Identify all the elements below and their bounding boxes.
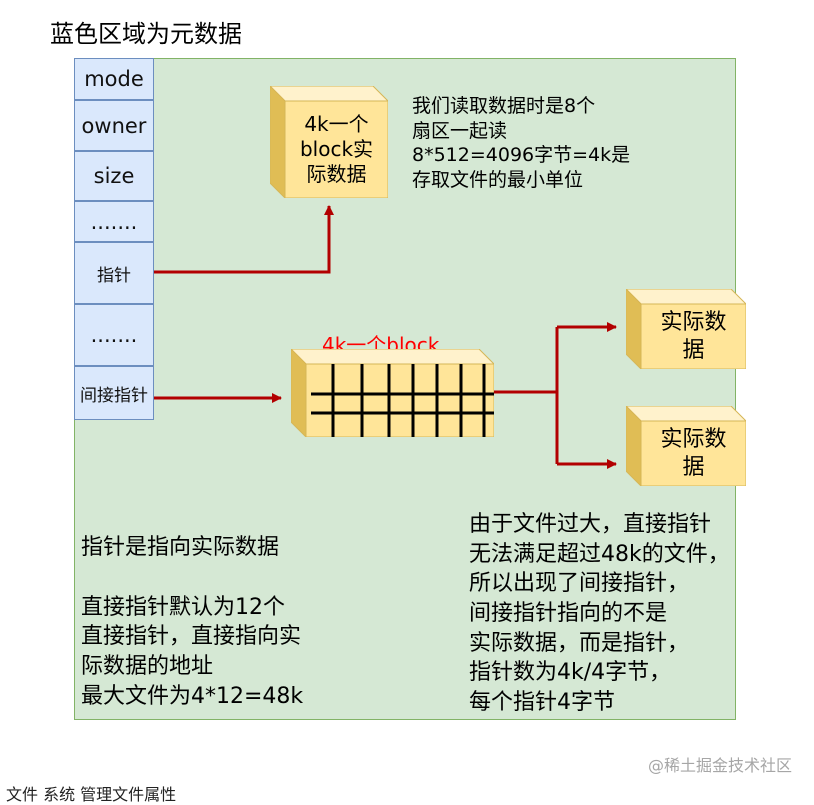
indirect-pointer-note-line-7: 每个指针4字节 <box>469 690 615 716</box>
inode-field-ellipsis-1: ....... <box>74 201 154 242</box>
direct-data-block: 4k一个 block实 际数据 <box>270 86 388 198</box>
data-block-2-line-1: 实际数 <box>660 427 727 452</box>
block-size-note-line-3: 8*512=4096字节=4k是 <box>412 144 631 167</box>
indirect-pointer-note-line-1: 由于文件过大，直接指针 <box>469 512 712 537</box>
direct-pointer-note-line-1: 指针是指向实际数据 <box>81 535 280 560</box>
direct-block-line-2: block实 <box>299 137 374 161</box>
direct-pointer-note: 指针是指向实际数据 直接指针默认为12个 直接指针，直接指向实 际数据的地址 最… <box>81 533 303 711</box>
data-block-2-line-2: 据 <box>682 454 705 480</box>
indirect-pointer-block <box>291 349 494 437</box>
block-size-note: 我们读取数据时是8个 扇区一起读 8*512=4096字节=4k是 存取文件的最… <box>412 94 630 193</box>
watermark: @稀土掘金技术社区 <box>647 756 792 775</box>
indirect-pointer-note-line-3: 所以出现了间接指针， <box>469 571 690 597</box>
inode-field-indirect-pointer: 间接指针 <box>74 366 154 420</box>
inode-field-size: size <box>74 151 154 201</box>
direct-pointer-note-line-5: 际数据的地址 <box>81 654 214 680</box>
inode-field-owner: owner <box>74 100 154 151</box>
pointer-arrow <box>154 205 334 274</box>
diagram-title: 蓝色区域为元数据 <box>50 20 242 48</box>
direct-pointer-note-line-6: 最大文件为4*12=48k <box>81 683 304 709</box>
block-size-note-line-4: 存取文件的最小单位 <box>412 169 584 192</box>
inode-field-ellipsis-2: ....... <box>74 304 154 366</box>
direct-pointer-note-line-3: 直接指针默认为12个 <box>81 594 285 620</box>
indirect-pointer-note-line-2: 无法满足超过48k的文件， <box>469 541 730 567</box>
direct-block-line-3: 际数据 <box>306 162 367 186</box>
block-size-note-line-1: 我们读取数据时是8个 <box>412 95 596 117</box>
direct-pointer-note-line-4: 直接指针，直接指向实 <box>81 624 302 650</box>
footer-caption: 文件 系统 管理文件属性 <box>6 785 177 804</box>
indirect-pointer-note-line-6: 指针数为4k/4字节， <box>469 660 672 686</box>
data-block-1: 实际数 据 <box>626 289 746 369</box>
indirect-pointer-note-line-5: 实际数据，而是指针， <box>469 630 690 656</box>
inode-field-pointer: 指针 <box>74 242 154 304</box>
direct-block-line-1: 4k一个 <box>304 112 369 136</box>
indirect-pointer-note: 由于文件过大，直接指针 无法满足超过48k的文件， 所以出现了间接指针， 间接指… <box>469 510 730 718</box>
data-block-1-line-2: 据 <box>682 337 705 363</box>
block-size-note-line-2: 扇区一起读 <box>412 119 508 142</box>
indirect-pointer-note-line-4: 间接指针指向的不是 <box>469 601 668 627</box>
indirect-branch-line <box>494 327 559 464</box>
direct-pointer-note-blank <box>81 563 303 593</box>
data-block-2: 实际数 据 <box>626 406 746 486</box>
data-block-1-line-1: 实际数 <box>660 310 727 335</box>
inode-field-mode: mode <box>74 58 154 100</box>
